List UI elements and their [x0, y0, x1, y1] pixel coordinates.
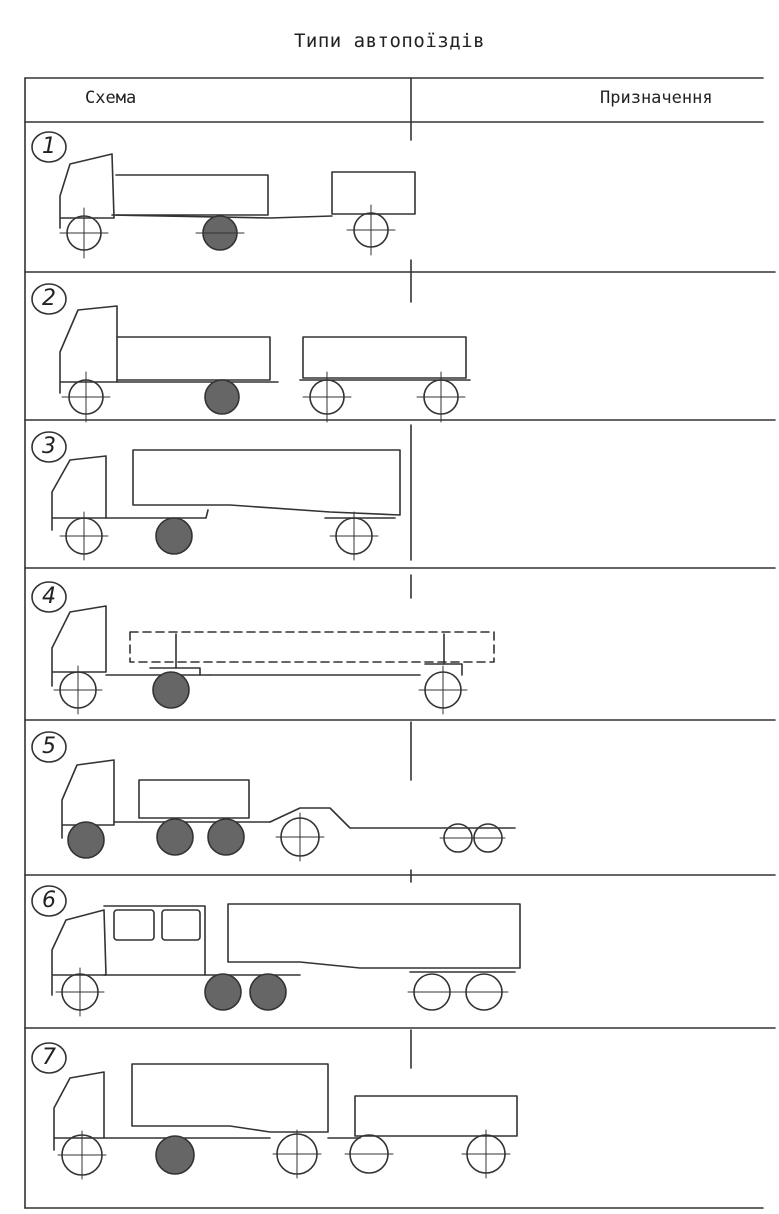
- row-number-5: 5: [42, 734, 56, 759]
- row-number-1: 1: [42, 134, 56, 159]
- row-number-2: 2: [42, 286, 56, 311]
- scheme-4-tractor-dissolution: [51, 605, 495, 715]
- scheme-7-semitrailer-and-trailer: [53, 1063, 518, 1180]
- scheme-6-crew-cab-semitrailer: [51, 903, 521, 1017]
- page-title: Типи автопоїздів: [293, 30, 486, 52]
- column-header-purpose: Призначення: [600, 88, 713, 108]
- scheme-3-tractor-semitrailer: [51, 449, 401, 561]
- row-number-7: 7: [42, 1045, 56, 1070]
- scheme-2-truck-two-axle-trailer: [59, 305, 471, 423]
- row-number-6: 6: [42, 888, 56, 913]
- row-number-3: 3: [42, 434, 56, 459]
- scheme-1-truck-with-trailer: [59, 153, 416, 259]
- row-number-circles: [31, 131, 67, 1074]
- scheme-5-heavy-tractor-lowbed: [61, 759, 516, 862]
- column-header-scheme: Схема: [85, 88, 137, 108]
- row-number-4: 4: [42, 584, 56, 609]
